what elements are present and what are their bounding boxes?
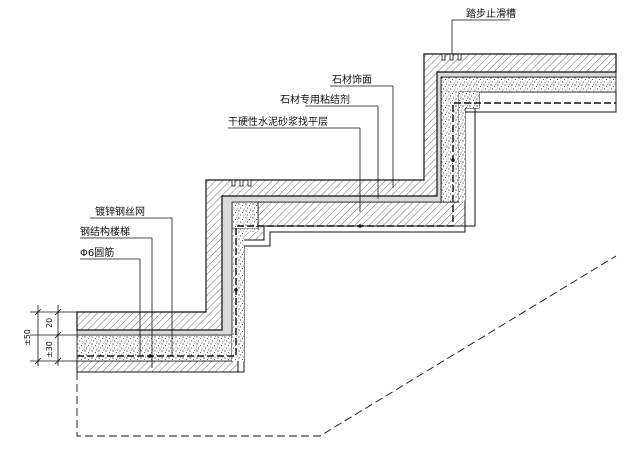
leader-lines — [80, 19, 510, 368]
dim-upper-label: 20 — [45, 318, 54, 328]
label-steel-stair: 钢结构楼梯 — [80, 225, 130, 238]
label-galvanized-mesh: 镀锌钢丝网 — [95, 205, 145, 218]
galvanized-mesh-line — [77, 102, 616, 357]
label-rebar: Φ6圆筋 — [80, 246, 114, 259]
rebar-dots — [148, 158, 455, 358]
stone-finish — [76, 53, 617, 331]
dimension-lines — [30, 305, 77, 366]
label-stone-finish: 石材饰面 — [332, 73, 372, 86]
label-dry-mortar: 干硬性水泥砂浆找平层 — [228, 115, 328, 128]
anti-slip-grooves — [231, 53, 462, 187]
structure-outline-dashed — [76, 255, 617, 437]
mortar-fill-upper — [459, 92, 479, 202]
label-stone-adhesive: 石材专用粘结剂 — [280, 93, 350, 106]
label-anti-slip-groove: 踏步止滑槽 — [466, 7, 516, 20]
dim-total-label: ±50 — [23, 329, 32, 346]
dim-lower-label: ±30 — [45, 341, 54, 358]
mortar-fill-riser — [232, 229, 258, 361]
